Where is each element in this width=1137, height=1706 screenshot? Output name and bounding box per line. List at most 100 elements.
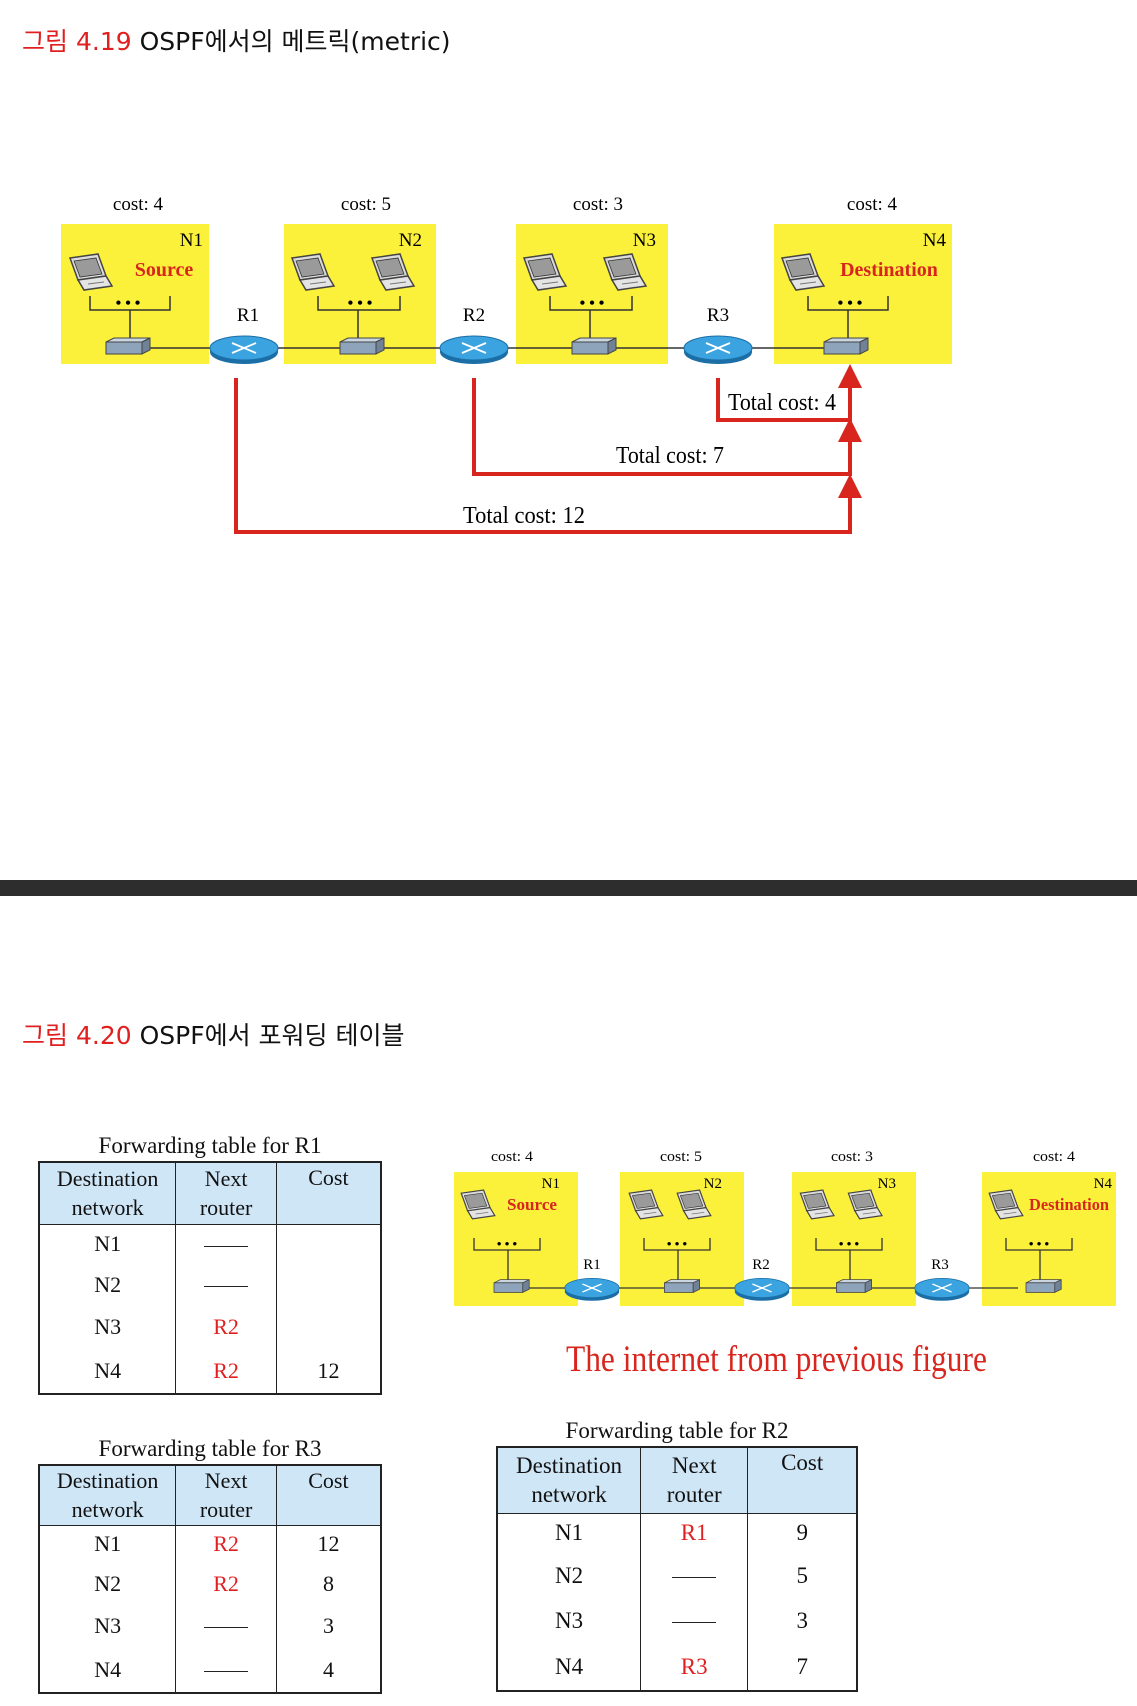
previous-figure-caption: The internet from previous figure xyxy=(566,1339,987,1380)
switch-icon xyxy=(836,1279,872,1293)
total-cost-r3: Total cost: 4 xyxy=(728,390,836,416)
cost-label-n3: cost: 3 xyxy=(573,194,623,215)
more-hosts-dots: • • • xyxy=(580,295,605,312)
host-wiring xyxy=(807,296,889,340)
table-row: N4 4 xyxy=(38,1647,382,1693)
path-r2-to-n4 xyxy=(472,378,862,476)
no-next-hop-dash xyxy=(204,1286,249,1288)
destination-label: Destination xyxy=(1029,1195,1110,1214)
table-row: N3 3 xyxy=(38,1605,382,1647)
no-next-hop-dash xyxy=(204,1245,249,1247)
table-row: N2 5 xyxy=(496,1553,858,1599)
router-label-r2: R2 xyxy=(463,305,485,326)
network-name-n1: N1 xyxy=(542,1176,560,1192)
table-title: Forwarding table for R1 xyxy=(98,1133,322,1158)
more-hosts-dots: • • • xyxy=(348,295,373,312)
more-hosts-dots: • • • xyxy=(497,1236,518,1251)
table-row: N3 3 xyxy=(496,1599,858,1643)
switch-icon xyxy=(105,337,151,355)
host-wiring xyxy=(1005,1238,1073,1282)
switch-icon xyxy=(571,337,617,355)
header-cost: Cost xyxy=(747,1446,858,1514)
more-hosts-dots: • • • xyxy=(838,295,863,312)
figure-label: 그림 xyxy=(22,27,69,56)
path-r1-to-n4 xyxy=(234,378,862,534)
cost-label-n4: cost: 4 xyxy=(1033,1149,1076,1165)
switch-icon xyxy=(823,337,869,355)
more-hosts-dots: • • • xyxy=(1029,1236,1050,1251)
no-next-hop-dash xyxy=(204,1627,249,1629)
host-wiring xyxy=(549,296,633,340)
path-r3-to-n4 xyxy=(716,364,862,422)
figure-4-20-title: 그림 4.20 OSPF에서 포워딩 테이블 xyxy=(22,1016,405,1052)
cost-label-n2: cost: 5 xyxy=(660,1149,702,1165)
router-icon xyxy=(683,335,753,365)
table-row: N1 R1 9 xyxy=(496,1513,858,1553)
table-row: N1 R2 12 xyxy=(38,1525,382,1563)
router-icon xyxy=(734,1277,790,1302)
figure-label: 그림 xyxy=(22,1021,69,1050)
router-label-r1: R1 xyxy=(237,305,259,326)
previous-internet-diagram: cost: 4 cost: 5 cost: 3 cost: 4 N1 N2 N3… xyxy=(454,1149,1116,1306)
cost-label-n1: cost: 4 xyxy=(491,1149,534,1165)
more-hosts-dots: • • • xyxy=(667,1236,688,1251)
total-cost-r1: Total cost: 12 xyxy=(463,503,585,529)
switch-icon xyxy=(664,1279,700,1293)
router-label-r1: R1 xyxy=(583,1257,601,1273)
table-row: N2 R2 8 xyxy=(38,1563,382,1605)
no-next-hop-dash xyxy=(204,1670,249,1672)
figure-caption: OSPF에서의 메트릭(metric) xyxy=(139,27,451,56)
network-name-n2: N2 xyxy=(399,230,422,251)
host-wiring xyxy=(643,1238,711,1282)
router-icon xyxy=(564,1277,620,1302)
destination-label: Destination xyxy=(840,259,938,281)
router-icon xyxy=(439,335,509,365)
switch-icon xyxy=(1025,1279,1062,1293)
host-wiring xyxy=(89,296,171,340)
table-row: N4 R3 7 xyxy=(496,1643,858,1691)
figure-number: 4.19 xyxy=(75,27,132,56)
figure-number: 4.20 xyxy=(75,1021,132,1050)
cost-label-n1: cost: 4 xyxy=(113,194,164,215)
router-label-r2: R2 xyxy=(752,1257,770,1273)
table-title: Forwarding table for R2 xyxy=(565,1418,789,1443)
more-hosts-dots: • • • xyxy=(839,1236,860,1251)
table-title: Forwarding table for R3 xyxy=(98,1436,322,1461)
table-row: N4 R2 12 xyxy=(38,1348,382,1394)
more-hosts-dots: • • • xyxy=(116,295,141,312)
table-row: N2 xyxy=(38,1264,382,1306)
switch-icon xyxy=(493,1279,530,1293)
switch-icon xyxy=(339,337,385,355)
network-name-n1: N1 xyxy=(180,230,203,251)
figure-caption: OSPF에서 포워딩 테이블 xyxy=(139,1021,405,1050)
network-name-n4: N4 xyxy=(1094,1176,1113,1192)
source-label: Source xyxy=(135,259,194,281)
table-row: N3 R2 xyxy=(38,1306,382,1348)
cost-label-n4: cost: 4 xyxy=(847,194,898,215)
no-next-hop-dash xyxy=(672,1622,717,1624)
no-next-hop-dash xyxy=(672,1577,717,1579)
host-wiring xyxy=(815,1238,883,1282)
header-cost: Cost xyxy=(275,1464,382,1526)
host-wiring xyxy=(473,1238,541,1282)
router-label-r3: R3 xyxy=(931,1257,949,1273)
cost-label-n3: cost: 3 xyxy=(831,1149,873,1165)
cost-label-n2: cost: 5 xyxy=(341,194,391,215)
section-divider xyxy=(0,880,1137,896)
router-icon xyxy=(209,335,279,365)
network-name-n2: N2 xyxy=(704,1176,722,1192)
network-name-n3: N3 xyxy=(633,230,656,251)
table-row: N1 xyxy=(38,1224,382,1264)
total-cost-r2: Total cost: 7 xyxy=(616,443,724,469)
router-label-r3: R3 xyxy=(707,305,729,326)
network-name-n4: N4 xyxy=(923,230,947,251)
source-label: Source xyxy=(507,1195,557,1214)
